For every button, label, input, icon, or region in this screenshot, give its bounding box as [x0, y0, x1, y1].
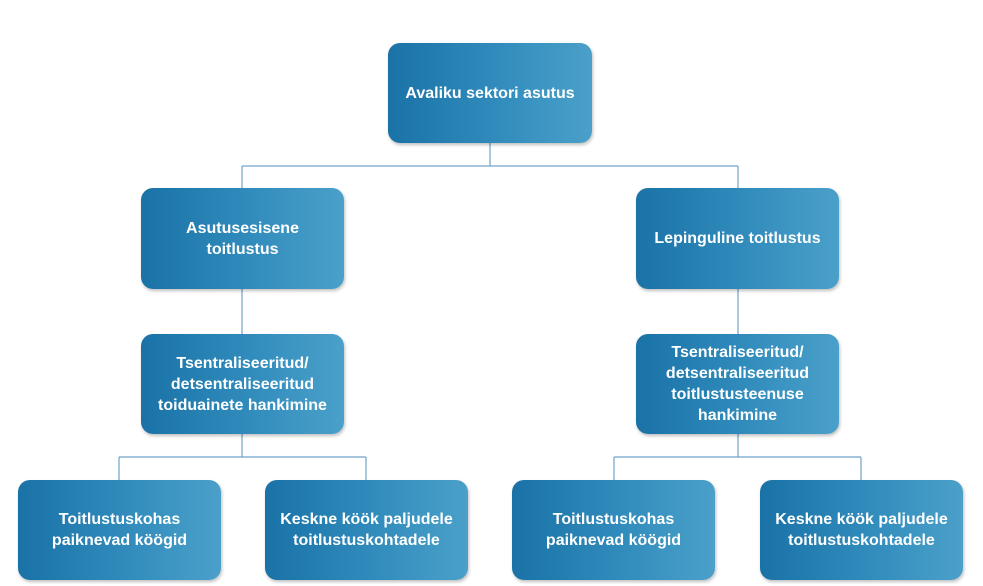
- node-central-kitchen-right: Keskne köök paljudele toitlustuskohtadel…: [760, 480, 963, 580]
- node-in-house-catering: Asutusesisene toitlustus: [141, 188, 344, 289]
- connector-right-to-leaves: [613, 434, 862, 480]
- node-contract-catering: Lepinguline toitlustus: [636, 188, 839, 289]
- node-on-site-kitchens-right: Toitlustuskohas paiknevad köögid: [512, 480, 715, 580]
- node-central-kitchen-left: Keskne köök paljudele toitlustuskohtadel…: [265, 480, 468, 580]
- node-public-sector-institution: Avaliku sektori asutus: [388, 43, 592, 143]
- connector-root-to-level1: [241, 143, 739, 188]
- connector-left-to-leaves: [118, 434, 367, 480]
- node-on-site-kitchens-left: Toitlustuskohas paiknevad köögid: [18, 480, 221, 580]
- node-food-procurement: Tsentraliseeritud/ detsentraliseeritud t…: [141, 334, 344, 434]
- node-catering-service-procurement: Tsentraliseeritud/ detsentraliseeritud t…: [636, 334, 839, 434]
